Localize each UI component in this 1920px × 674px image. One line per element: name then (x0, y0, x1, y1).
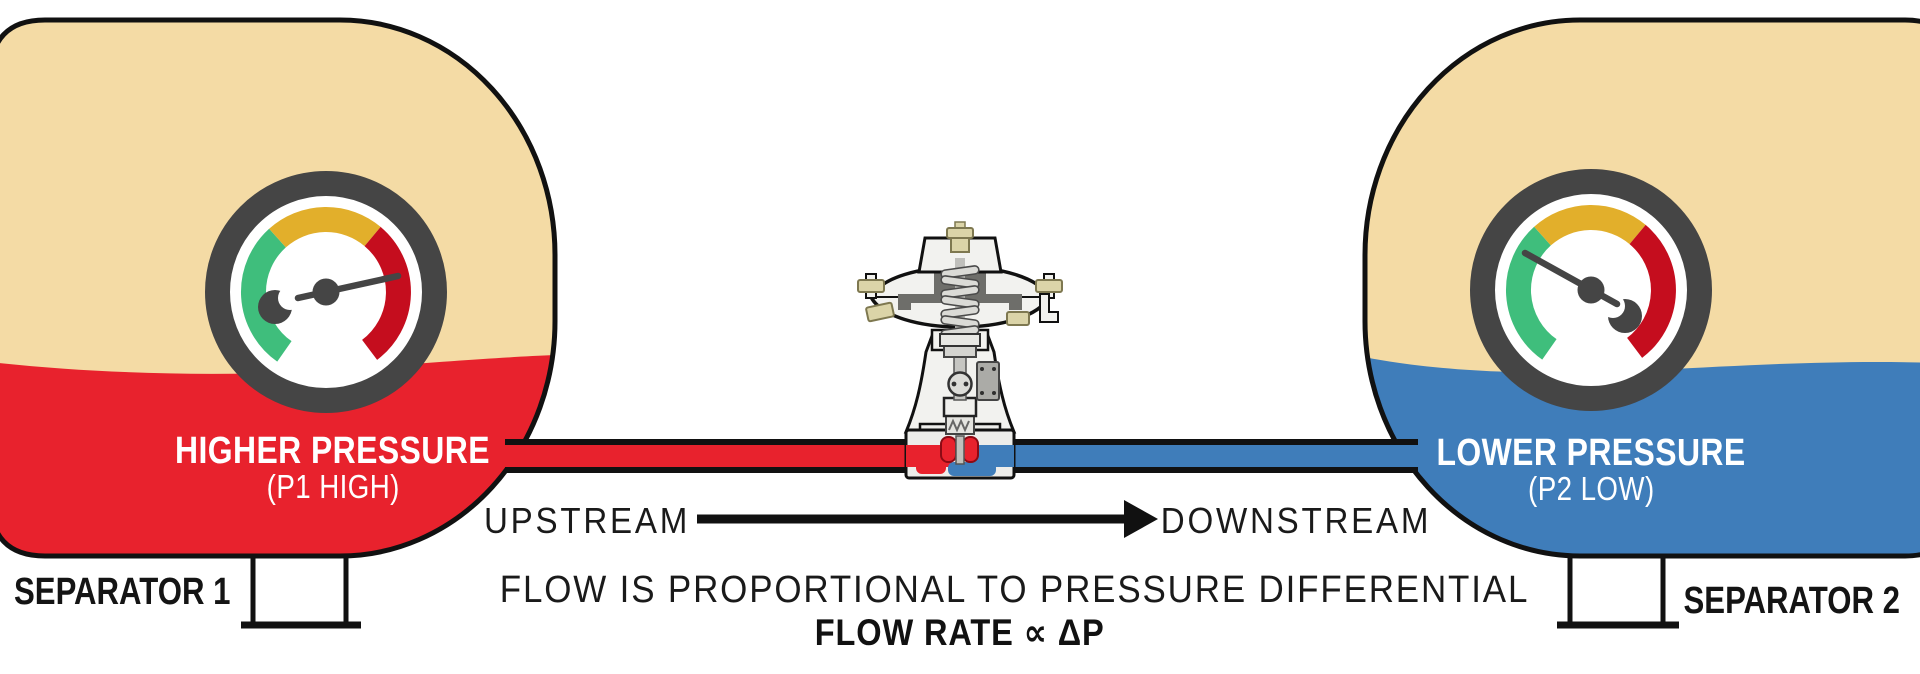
pressure-gauge-high-icon (205, 171, 447, 413)
pipe-downstream-blue (960, 445, 1418, 467)
flow-direction-arrow-icon (697, 500, 1158, 538)
gauge-red-arc (361, 226, 411, 360)
gauge-green-arc (240, 228, 292, 362)
lower-pressure-label: LOWER PRESSURE (1436, 432, 1746, 474)
tank-1-leg (241, 554, 361, 629)
upstream-label: UPSTREAM (483, 500, 691, 541)
gauge-needle-high (258, 272, 402, 324)
valve-plug-stem (955, 435, 965, 465)
separator-1-label: SEPARATOR 1 (14, 571, 231, 613)
process-pipe (505, 439, 1418, 473)
flow-formula: FLOW RATE ∝ ΔP (815, 612, 1105, 653)
gauge-ring (1470, 169, 1712, 411)
downstream-label: DOWNSTREAM (1160, 500, 1432, 541)
gauge-yellow-arc (269, 207, 381, 248)
tank-2-outline (1362, 17, 1920, 559)
pressure-gauge-low-icon (1470, 169, 1712, 411)
tank-2-liquid-low-pressure (1365, 357, 1920, 556)
separator-2-label: SEPARATOR 2 (1683, 580, 1900, 622)
valve-stem-connector (947, 371, 973, 397)
control-valve-icon (857, 221, 1063, 480)
pipe-upstream-red (505, 445, 960, 467)
gauge-yellow-arc (1534, 205, 1646, 246)
higher-pressure-label: HIGHER PRESSURE (174, 430, 490, 472)
gauge-green-arc (1505, 226, 1557, 360)
gauge-needle-low (1521, 249, 1642, 333)
p2-low-label: (P2 LOW) (1527, 470, 1655, 507)
valve-spring (939, 258, 981, 347)
tank-1-outline (0, 17, 558, 559)
valve-side-fittings (857, 273, 1063, 326)
flow-caption: FLOW IS PROPORTIONAL TO PRESSURE DIFFERE… (499, 569, 1530, 611)
gauge-red-arc (1626, 224, 1676, 358)
valve-top-fitting (946, 221, 974, 253)
gauge-ring (205, 171, 447, 413)
tank-1-liquid-high-pressure (0, 355, 555, 556)
valve-travel-indicator (976, 361, 1000, 401)
p1-high-label: (P1 HIGH) (266, 468, 400, 505)
tank-2-leg (1557, 554, 1679, 629)
